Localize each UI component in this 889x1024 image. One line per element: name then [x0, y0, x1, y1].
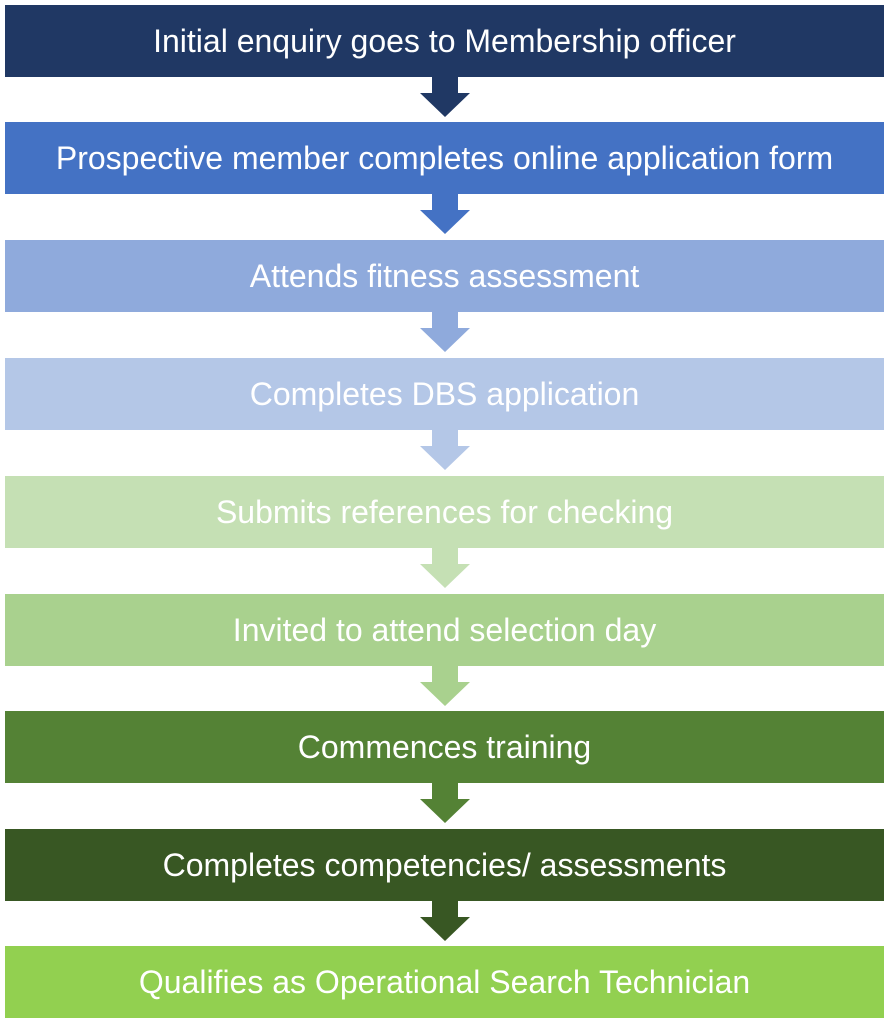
- step-label: Commences training: [297, 729, 592, 765]
- down-arrow-icon: [420, 666, 470, 706]
- step-label: Completes DBS application: [249, 376, 640, 412]
- step-label: Initial enquiry goes to Membership offic…: [153, 23, 736, 59]
- down-arrow-icon: [420, 430, 470, 470]
- step-label: Qualifies as Operational Search Technici…: [138, 964, 751, 1000]
- step-submit-references: Submits references for checking: [5, 476, 884, 548]
- step-label: Prospective member completes online appl…: [55, 140, 834, 176]
- down-arrow-icon: [420, 194, 470, 234]
- down-arrow-icon: [420, 312, 470, 352]
- step-online-application: Prospective member completes online appl…: [5, 122, 884, 194]
- step-label: Completes competencies/ assessments: [162, 847, 727, 883]
- step-selection-day: Invited to attend selection day: [5, 594, 884, 666]
- step-initial-enquiry: Initial enquiry goes to Membership offic…: [5, 5, 884, 77]
- step-label: Attends fitness assessment: [249, 258, 640, 294]
- down-arrow-icon: [420, 548, 470, 588]
- down-arrow-icon: [420, 783, 470, 823]
- step-dbs-application: Completes DBS application: [5, 358, 884, 430]
- down-arrow-icon: [420, 77, 470, 117]
- step-commences-training: Commences training: [5, 711, 884, 783]
- step-qualifies: Qualifies as Operational Search Technici…: [5, 946, 884, 1018]
- step-competencies: Completes competencies/ assessments: [5, 829, 884, 901]
- step-label: Submits references for checking: [215, 494, 674, 530]
- down-arrow-icon: [420, 901, 470, 941]
- step-fitness-assessment: Attends fitness assessment: [5, 240, 884, 312]
- step-label: Invited to attend selection day: [232, 612, 657, 648]
